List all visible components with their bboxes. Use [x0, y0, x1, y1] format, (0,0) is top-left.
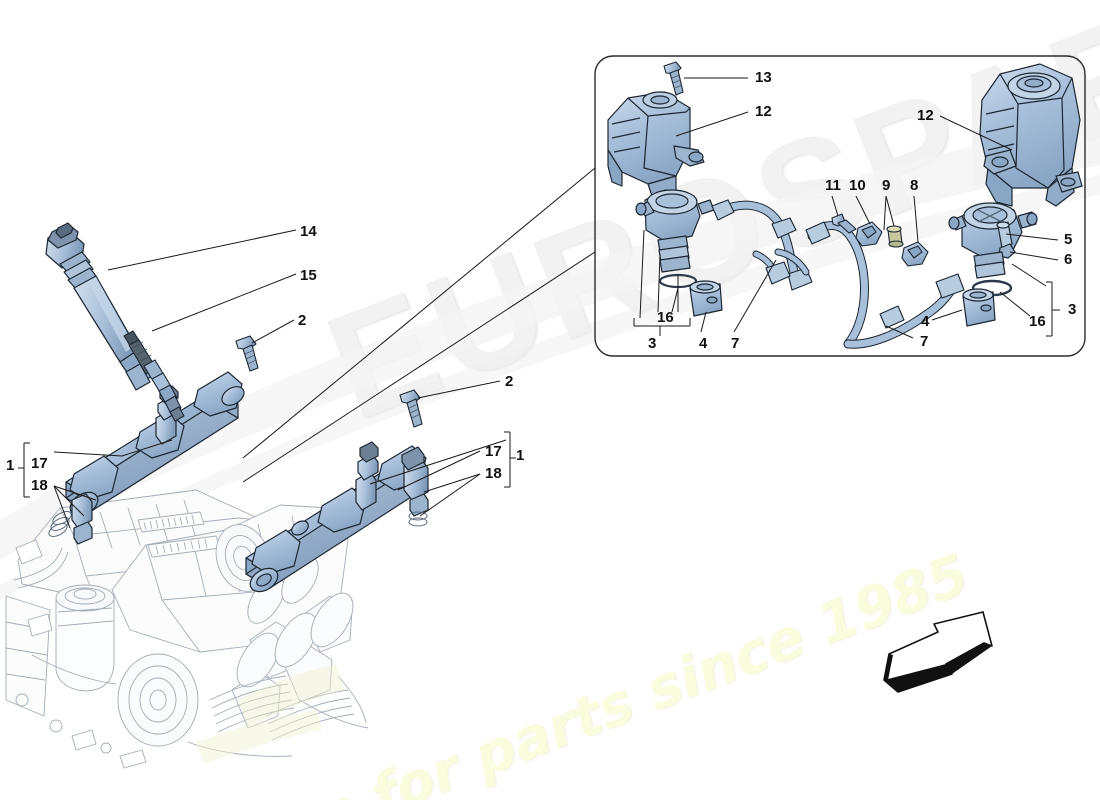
callout-leader-lines — [18, 77, 1060, 529]
high-pressure-pump-left[interactable] — [635, 189, 723, 317]
high-pressure-fuel-pipes[interactable] — [711, 199, 965, 349]
callout-4-left: 4 — [699, 335, 708, 352]
ignition-coil-part[interactable] — [45, 222, 153, 391]
callout-4-right: 4 — [921, 313, 930, 330]
direction-of-travel-arrow — [883, 611, 993, 693]
fuel-rail-screw-right[interactable] — [399, 389, 423, 428]
callout-7-left: 7 — [731, 335, 740, 352]
left-fuel-rail-assembly[interactable] — [47, 371, 248, 545]
fuel-pump-cover-right[interactable] — [979, 63, 1083, 207]
callout-1-left: 1 — [6, 457, 15, 474]
callout-10: 10 — [849, 177, 866, 194]
inset-panel-frame — [594, 55, 1086, 357]
inset-panel-leader-lines — [242, 167, 596, 483]
callout-2-right: 2 — [505, 373, 514, 390]
callout-3-left: 3 — [648, 335, 657, 352]
callout-6: 6 — [1064, 251, 1073, 268]
callout-16-right: 16 — [1029, 313, 1046, 330]
callout-12-left: 12 — [755, 103, 772, 120]
right-fuel-rail-assembly[interactable] — [245, 441, 429, 596]
callout-18-right: 18 — [485, 465, 502, 482]
engine-watermark-tint — [196, 664, 344, 764]
spark-plug-part[interactable] — [123, 330, 185, 422]
callout-11: 11 — [825, 177, 841, 194]
callout-17-right: 17 — [485, 443, 502, 460]
callout-2-left: 2 — [298, 312, 307, 329]
callout-16-left: 16 — [657, 309, 674, 326]
callout-7-right: 7 — [920, 333, 929, 350]
callout-13: 13 — [755, 69, 772, 86]
callout-17-left: 17 — [31, 455, 48, 472]
callout-1-right: 1 — [516, 447, 525, 464]
callout-18-left: 18 — [31, 477, 48, 494]
callout-9: 9 — [882, 177, 891, 194]
callout-14: 14 — [300, 223, 317, 240]
high-pressure-pump-right[interactable] — [948, 202, 1038, 327]
fuel-rail-screw-left[interactable] — [235, 335, 259, 372]
callout-15: 15 — [300, 267, 317, 284]
callout-8: 8 — [910, 177, 919, 194]
callout-3-right: 3 — [1068, 301, 1077, 318]
callout-5: 5 — [1064, 231, 1073, 248]
callout-12-right: 12 — [917, 107, 934, 124]
fuel-pump-cover-left[interactable] — [607, 91, 705, 197]
pipe-retaining-hardware[interactable] — [831, 213, 929, 267]
cover-fixing-screw-part[interactable] — [663, 61, 684, 96]
